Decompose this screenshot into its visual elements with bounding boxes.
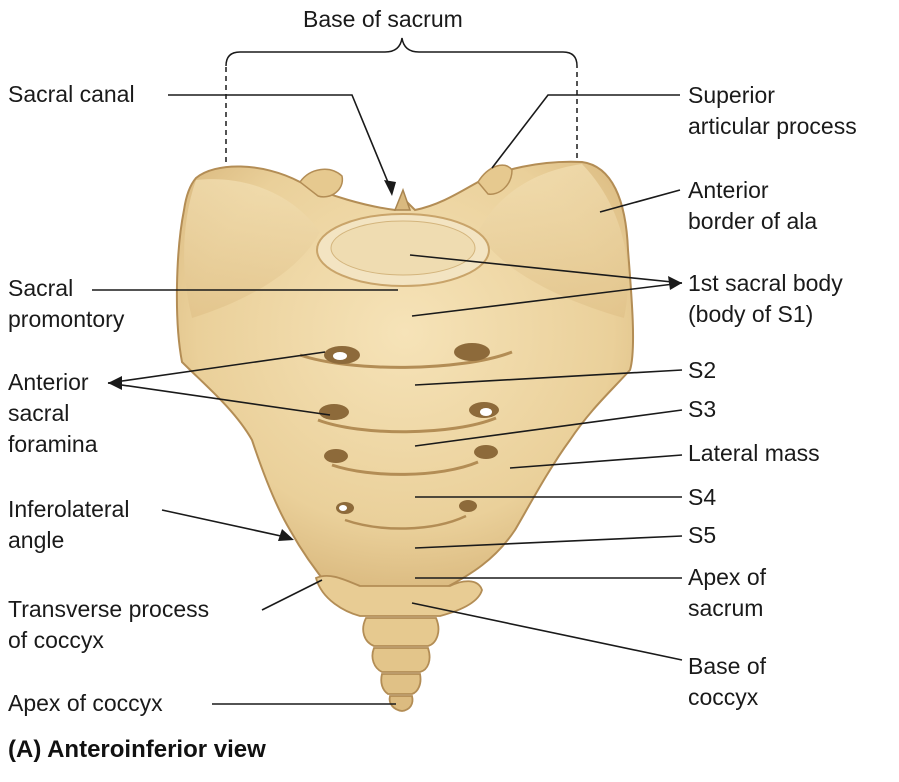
leader-anterior-ala bbox=[599, 189, 681, 213]
label-lateral-mass: Lateral mass bbox=[688, 440, 820, 466]
leader-foramina-b bbox=[107, 382, 331, 416]
label-base-of-sacrum: Base of sacrum bbox=[303, 6, 463, 32]
label-superior-articular-process: Superior articular process bbox=[688, 82, 857, 139]
arrowhead-inferolateral bbox=[278, 529, 294, 541]
leader-lines bbox=[92, 94, 683, 705]
label-anterior-border-of-ala: Anterior border of ala bbox=[688, 177, 818, 234]
label-s4: S4 bbox=[688, 484, 717, 510]
label-base-of-coccyx: Base of coccyx bbox=[688, 653, 766, 710]
leader-transverse-coccyx bbox=[261, 579, 323, 611]
label-s3: S3 bbox=[688, 396, 717, 422]
leader-inferolateral-angle bbox=[161, 509, 291, 539]
label-s5: S5 bbox=[688, 522, 717, 548]
figure-caption: (A) Anteroinferior view bbox=[8, 736, 266, 763]
label-inferolateral-angle: Inferolateral angle bbox=[8, 496, 130, 553]
leader-s5 bbox=[414, 535, 683, 549]
leader-lateral-mass bbox=[509, 454, 683, 469]
label-first-sacral-body: 1st sacral body (body of S1) bbox=[688, 270, 843, 327]
base-bracket bbox=[225, 37, 578, 162]
label-apex-of-coccyx: Apex of coccyx bbox=[8, 690, 163, 716]
label-s2: S2 bbox=[688, 357, 717, 383]
leader-base-coccyx bbox=[411, 602, 683, 661]
leader-sacral-canal bbox=[168, 94, 393, 193]
leader-s3 bbox=[414, 409, 683, 447]
leader-foramina-a bbox=[107, 351, 326, 384]
leader-superior-articular bbox=[491, 94, 680, 169]
leader-1st-body-b bbox=[411, 282, 683, 317]
label-sacral-canal: Sacral canal bbox=[8, 81, 135, 107]
coccyx-bone bbox=[314, 574, 483, 712]
leader-1st-body-a bbox=[409, 254, 683, 284]
label-transverse-process-of-coccyx: Transverse process of coccyx bbox=[8, 596, 210, 653]
label-apex-of-sacrum: Apex of sacrum bbox=[688, 564, 766, 621]
label-anterior-sacral-foramina: Anterior sacral foramina bbox=[8, 369, 98, 457]
label-sacral-promontory: Sacral promontory bbox=[8, 275, 125, 332]
sacrum-bone bbox=[175, 160, 635, 589]
arrowhead-sacral-canal bbox=[384, 180, 396, 196]
leader-s2 bbox=[414, 369, 683, 386]
